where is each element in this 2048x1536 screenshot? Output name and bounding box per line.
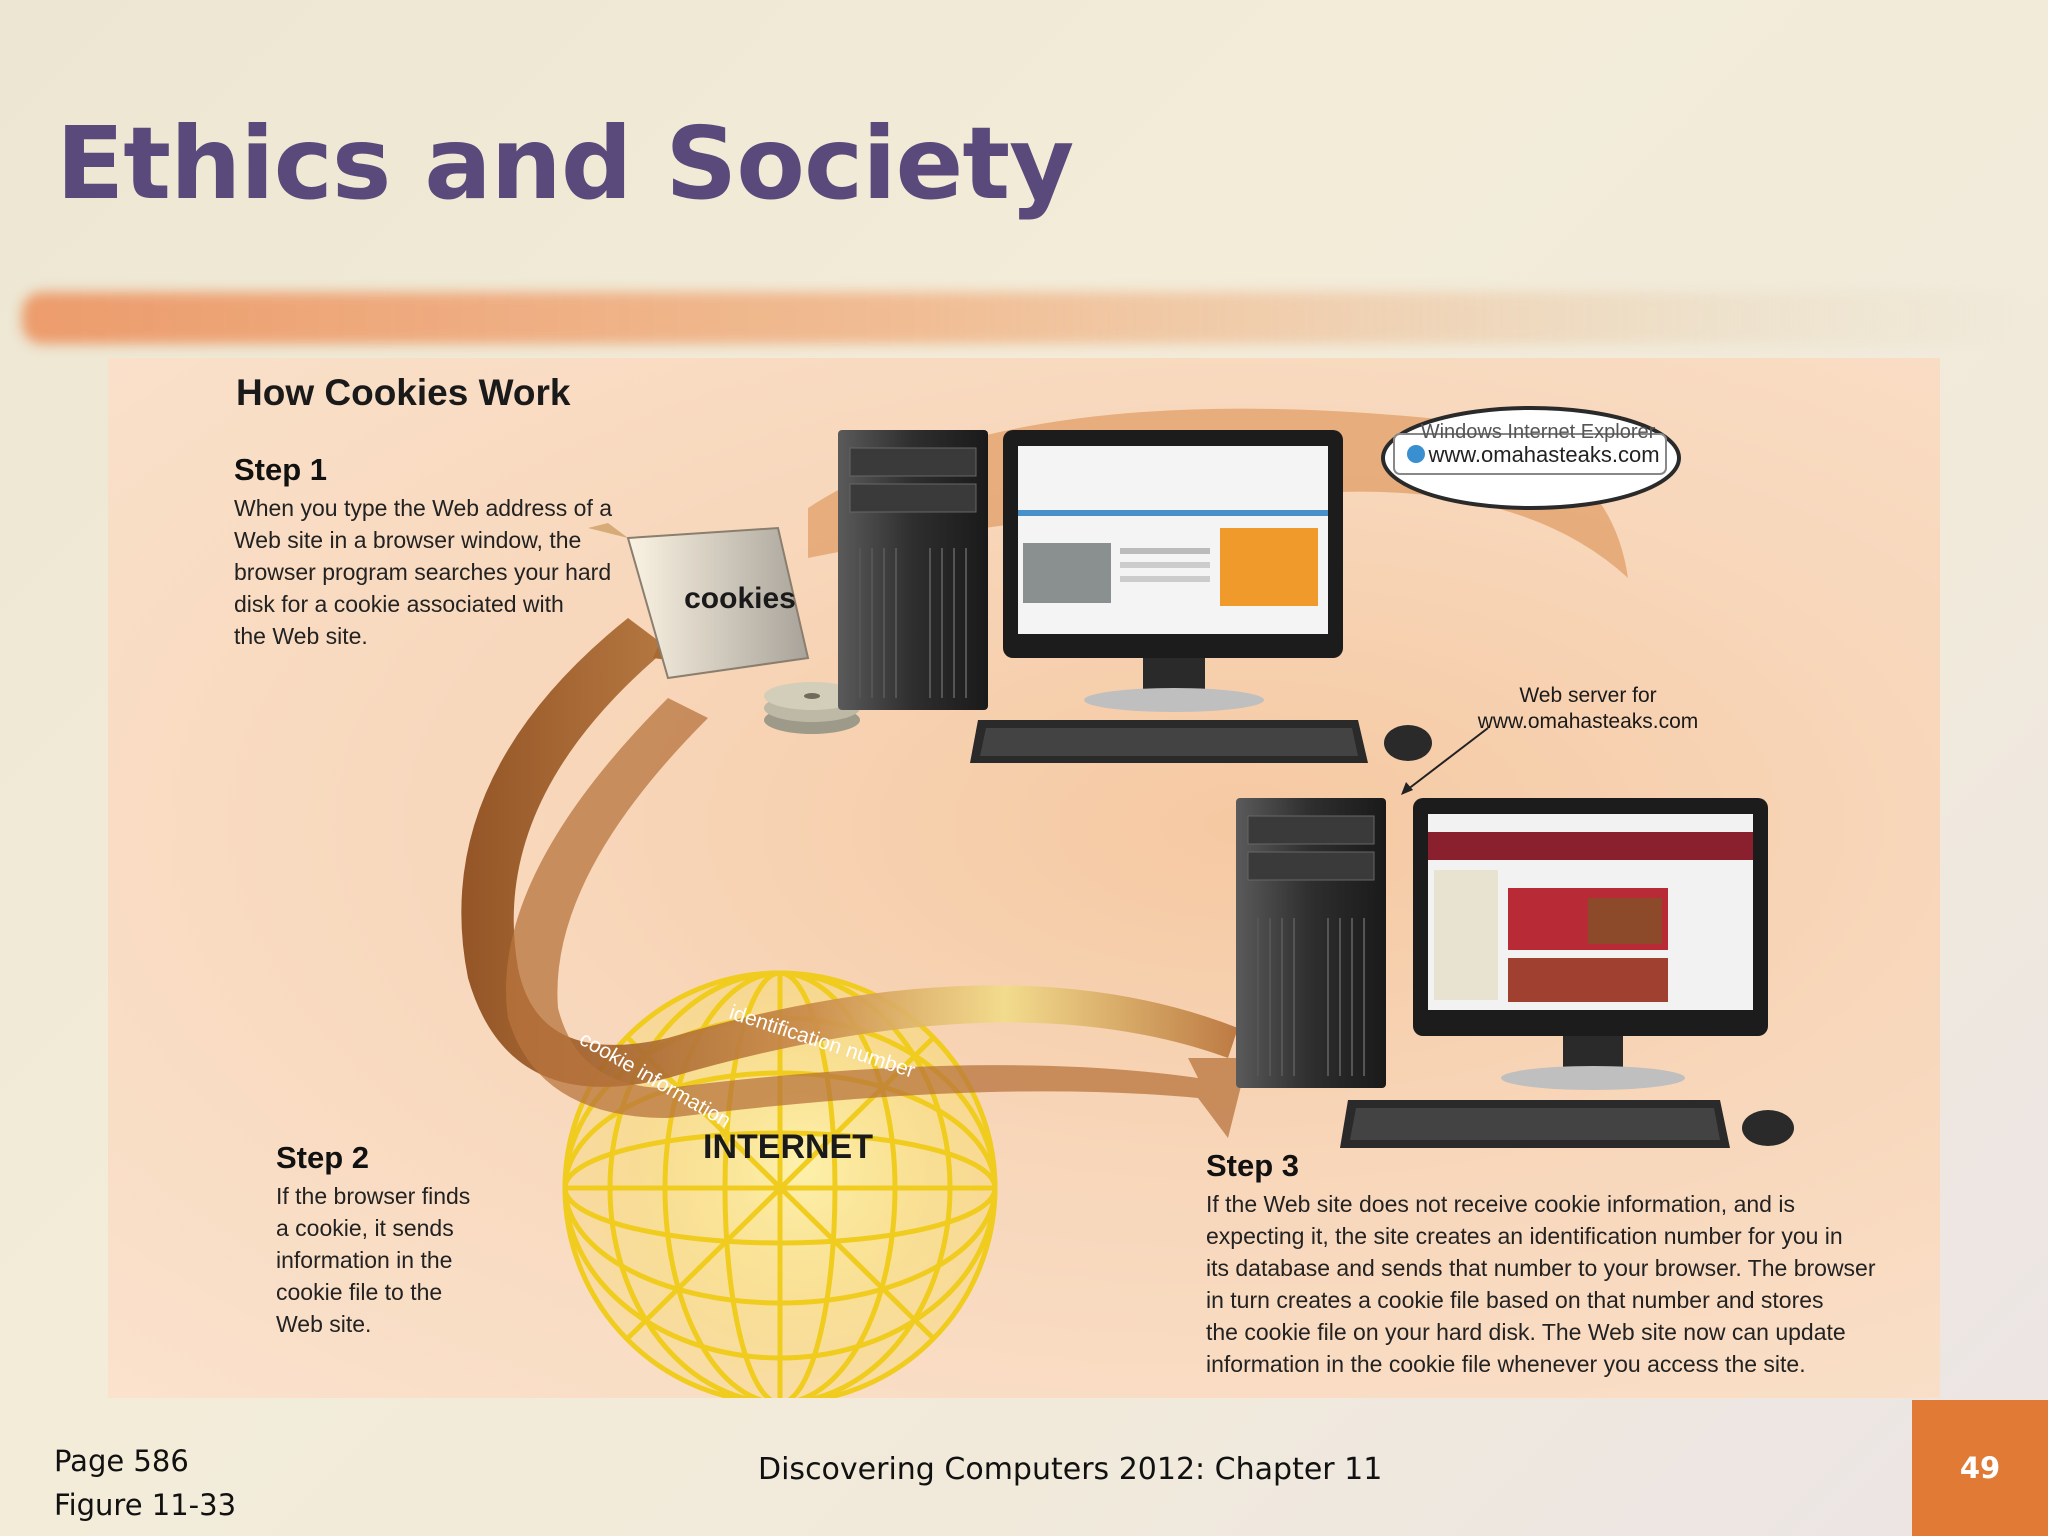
footer-page-reference: Page 586: [54, 1444, 189, 1478]
web-server-monitor: [1413, 798, 1768, 1090]
step3-title: Step 3: [1206, 1148, 1300, 1183]
step2-body: If the browser finds a cookie, it sends …: [276, 1183, 471, 1337]
title-divider-band: [22, 292, 2032, 344]
server-label-line2: www.omahasteaks.com: [1477, 710, 1699, 733]
server-label-line1: Web server for: [1519, 684, 1656, 707]
user-mouse: [1384, 725, 1432, 761]
cookies-label: cookies: [684, 582, 796, 615]
web-server-mouse: [1742, 1110, 1794, 1146]
slide-number-box: 49: [1912, 1400, 2048, 1536]
cookies-illustration: cookies: [461, 406, 1794, 1398]
cookies-file-icon: [588, 523, 810, 680]
browser-address-callout: [1381, 406, 1681, 510]
user-computer-tower: [838, 430, 988, 710]
user-monitor: [1003, 430, 1343, 712]
step2-title: Step 2: [276, 1140, 370, 1175]
server-pointer-line: [1402, 727, 1489, 794]
hard-disk-icon: [764, 682, 860, 734]
web-server-keyboard: [1340, 1100, 1730, 1148]
cookies-figure: cookies: [108, 358, 1940, 1398]
footer-figure-reference: Figure 11-33: [54, 1488, 237, 1522]
browser-window-title: Windows Internet Explorer: [1421, 421, 1656, 443]
address-bar-url: www.omahasteaks.com: [1427, 442, 1659, 467]
footer-course-title: Discovering Computers 2012: Chapter 11: [758, 1452, 1383, 1487]
figure-heading: How Cookies Work: [236, 372, 571, 413]
slide-number: 49: [1959, 1451, 2001, 1485]
web-server-tower: [1236, 798, 1386, 1088]
step1-title: Step 1: [234, 452, 328, 487]
step3-body: If the Web site does not receive cookie …: [1206, 1191, 1876, 1377]
step1-body: When you type the Web address of a Web s…: [234, 495, 613, 649]
internet-label: INTERNET: [703, 1128, 873, 1166]
server-pointer-arrowhead: [1401, 782, 1413, 795]
slide-title: Ethics and Society: [56, 105, 1074, 222]
user-keyboard: [970, 720, 1368, 763]
